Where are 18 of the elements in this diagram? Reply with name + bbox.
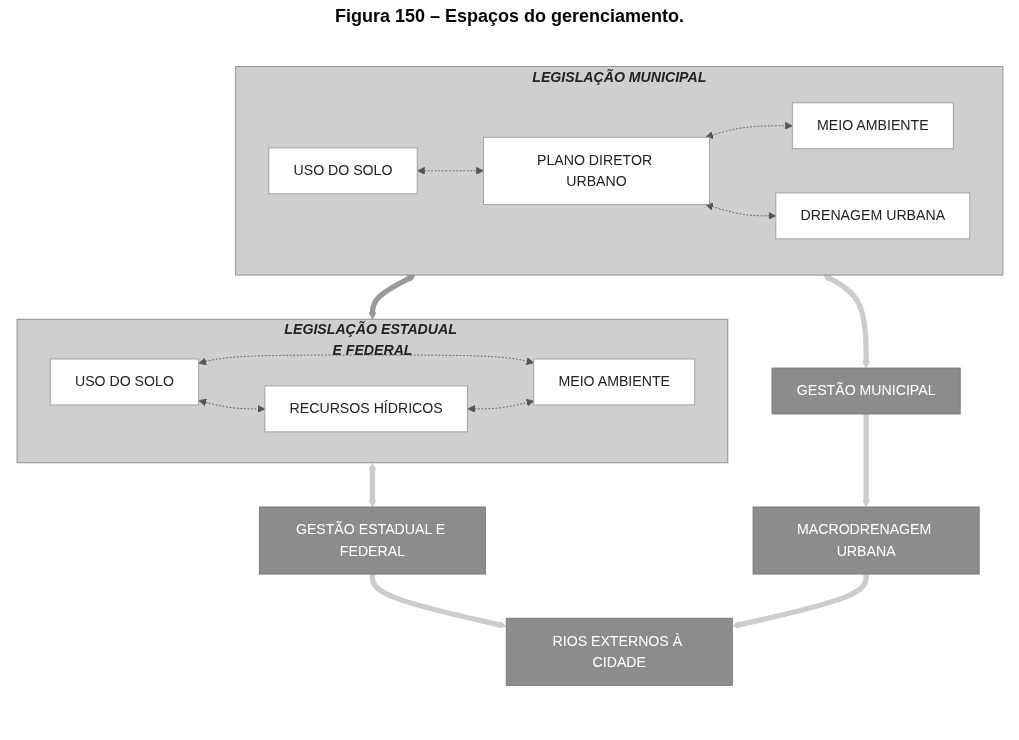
node-box: MEIO AMBIENTE xyxy=(791,102,954,150)
figure-title: Figura 150 – Espaços do gerenciamento. xyxy=(333,6,686,27)
arrow xyxy=(822,274,870,369)
node-box: MACRODRENAGEM URBANA xyxy=(752,506,980,575)
node-box: USO DO SOLO xyxy=(49,358,199,406)
arrow xyxy=(369,574,507,629)
arrow xyxy=(861,414,870,508)
node-box: GESTÃO MUNICIPAL xyxy=(771,367,961,415)
arrow xyxy=(368,462,376,508)
node-box: GESTÃO ESTADUAL E FEDERAL xyxy=(258,506,486,575)
node-box: PLANO DIRETOR URBANO xyxy=(482,136,710,205)
node-box: RIOS EXTERNOS À CIDADE xyxy=(505,617,733,686)
node-box: USO DO SOLO xyxy=(267,147,418,195)
arrow xyxy=(368,274,416,320)
arrow xyxy=(731,574,869,629)
node-box: DRENAGEM URBANA xyxy=(774,192,970,240)
node-box: RECURSOS HÍDRICOS xyxy=(263,385,468,433)
node-box: MEIO AMBIENTE xyxy=(532,358,695,406)
